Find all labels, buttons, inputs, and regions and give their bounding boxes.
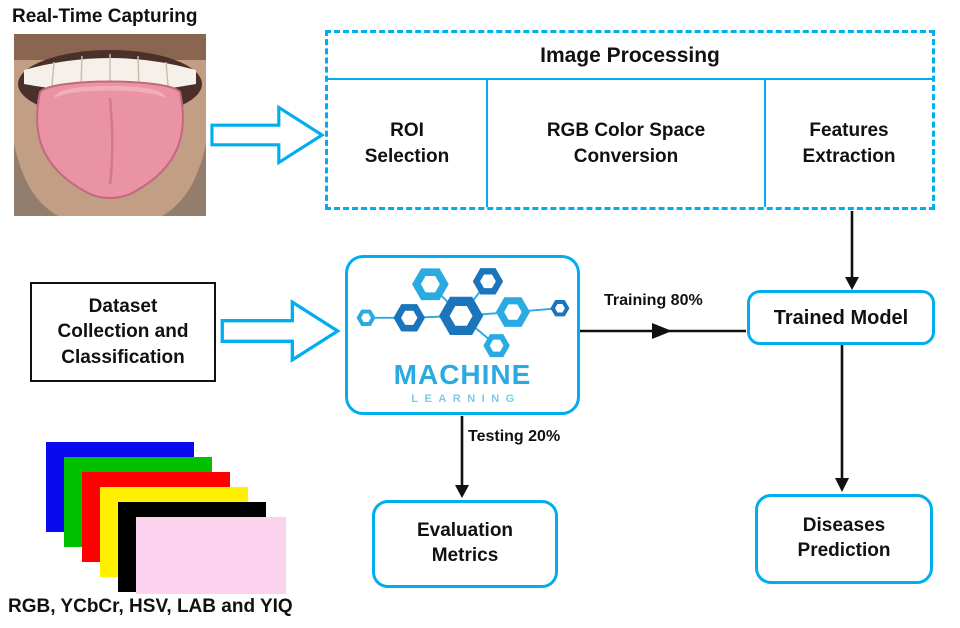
image-processing-steps: ROI Selection RGB Color Space Conversion…: [328, 80, 932, 207]
image-processing-box: Image Processing ROI Selection RGB Color…: [325, 30, 935, 210]
swatch-pink: [136, 517, 286, 594]
dataset-collection-box: Dataset Collection and Classification: [30, 282, 216, 382]
tongue-illustration: [14, 34, 206, 216]
training-label: Training 80%: [604, 292, 703, 309]
arrow-ml-to-evaluation: [455, 416, 469, 498]
arrow-capture-to-processing: [210, 104, 325, 166]
image-processing-title: Image Processing: [328, 33, 932, 80]
arrow-trained-model-to-prediction: [835, 345, 849, 492]
step-roi-selection-label: ROI Selection: [364, 119, 450, 167]
evaluation-metrics-box: Evaluation Metrics: [372, 500, 558, 588]
real-time-capturing-label: Real-Time Capturing: [12, 6, 198, 27]
step-features-extraction: Features Extraction: [766, 80, 932, 207]
step-roi-selection: ROI Selection: [328, 80, 486, 207]
arrow-dataset-to-ml: [220, 299, 341, 363]
machine-learning-box: MACHINE LEARNING: [345, 255, 580, 415]
color-space-label: RGB, YCbCr, HSV, LAB and YIQ: [8, 596, 293, 617]
ml-logo-subtitle: LEARNING: [411, 393, 521, 405]
hexagon-network-icon: [356, 265, 569, 361]
step-rgb-conversion: RGB Color Space Conversion: [486, 80, 766, 207]
trained-model-box: Trained Model: [747, 290, 935, 345]
arrow-features-to-trained-model: [845, 211, 859, 290]
arrow-ml-to-trained-model: [580, 323, 746, 339]
step-rgb-conversion-label: RGB Color Space Conversion: [546, 119, 706, 167]
ml-logo-title: MACHINE: [393, 359, 532, 390]
tongue-image: [14, 34, 206, 216]
testing-label: Testing 20%: [468, 428, 561, 445]
diseases-prediction-box: Diseases Prediction: [755, 494, 933, 584]
step-features-extraction-label: Features Extraction: [802, 119, 896, 167]
